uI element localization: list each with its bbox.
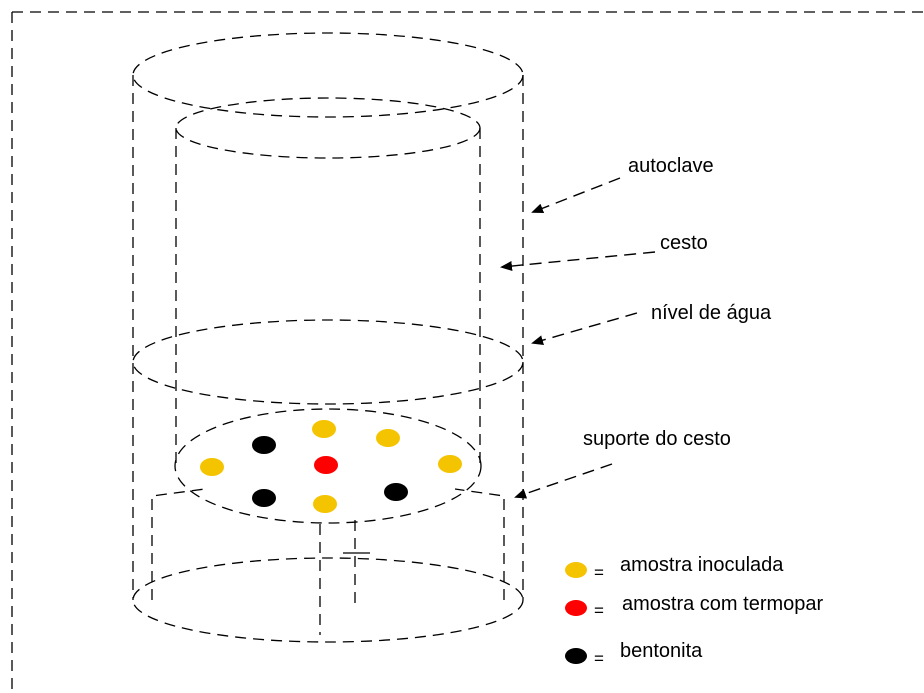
- cesto-cylinder: [175, 97, 481, 470]
- autoclave-cylinder: [132, 32, 524, 643]
- support-left-leg: [151, 488, 206, 600]
- platform-ellipse: [174, 408, 482, 524]
- autoclave-top-ellipse: [132, 32, 524, 118]
- legend-equals: =: [594, 601, 604, 620]
- label-autoclave: autoclave: [628, 155, 714, 177]
- arrow-autoclave: [531, 177, 621, 214]
- sample-bentonita: [252, 489, 276, 507]
- label-cesto: cesto: [660, 232, 708, 254]
- arrow-nivel-agua: [531, 312, 638, 346]
- suporte-cesto: [151, 488, 505, 635]
- samples: [200, 420, 462, 513]
- cesto-top-ellipse: [175, 97, 481, 159]
- legend-swatch-bentonita: [565, 648, 587, 664]
- sample-inoculada: [312, 420, 336, 438]
- label-suporte: suporte do cesto: [583, 428, 731, 450]
- legend-swatch-inoculada: [565, 562, 587, 578]
- sample-bentonita: [384, 483, 408, 501]
- water-level-ellipse: [132, 319, 524, 405]
- sample-bentonita: [252, 436, 276, 454]
- arrow-suporte: [514, 463, 613, 499]
- legend-label-inoculada: amostra inoculada: [620, 554, 784, 576]
- legend-label-bentonita: bentonita: [620, 640, 703, 662]
- sample-inoculada: [376, 429, 400, 447]
- sample-inoculada: [200, 458, 224, 476]
- legend-equals: =: [594, 563, 604, 582]
- support-right-leg: [454, 488, 505, 600]
- legend-swatch-termopar: [565, 600, 587, 616]
- sample-termopar: [314, 456, 338, 474]
- legend-equals: =: [594, 649, 604, 668]
- autoclave-bottom-ellipse: [132, 557, 524, 643]
- sample-inoculada: [438, 455, 462, 473]
- arrow-cesto: [500, 251, 656, 272]
- legend-label-termopar: amostra com termopar: [622, 593, 824, 615]
- legend: = amostra inoculada = amostra com termop…: [565, 554, 824, 668]
- sample-inoculada: [313, 495, 337, 513]
- label-nivel-agua: nível de água: [651, 302, 772, 324]
